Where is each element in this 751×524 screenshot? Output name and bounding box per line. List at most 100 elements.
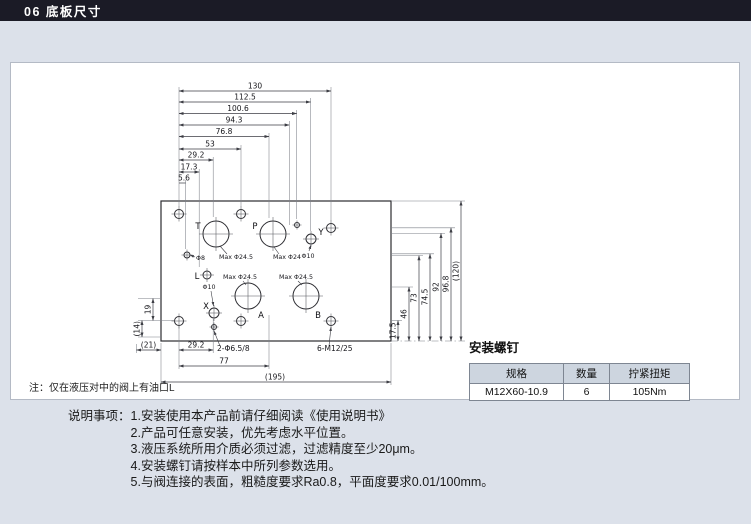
callout-max-t: Max Φ24.5 [219, 245, 253, 261]
dim-right-96-8: 96.8 [442, 227, 453, 342]
svg-text:17.5: 17.5 [389, 322, 398, 339]
port-l: L [195, 268, 214, 282]
svg-text:L: L [195, 272, 200, 282]
svg-text:73: 73 [410, 293, 419, 303]
drawing-panel: 130 112.5 100.6 94.3 76.8 53 [10, 62, 740, 401]
svg-text:Φ10: Φ10 [302, 253, 315, 260]
extension-lines-right [391, 200, 465, 342]
dim-top-29-2: 29.2 [178, 151, 214, 162]
screw-table-header-row: 规格 数量 拧紧扭矩 [469, 363, 690, 384]
svg-text:T: T [194, 222, 201, 232]
callout-pin-holes: 2-Φ6.5/8 [213, 330, 250, 353]
callout-max-a: Max Φ24.5 [223, 274, 257, 286]
screw-spec-value: M12X60-10.9 [469, 383, 564, 401]
svg-text:Φ8: Φ8 [196, 255, 205, 262]
svg-text:94.3: 94.3 [226, 116, 243, 125]
mounting-screw-block: 安装螺钉 规格 数量 拧紧扭矩 M12X60-10.9 6 105Nm [469, 337, 690, 401]
svg-text:5.6: 5.6 [178, 174, 190, 183]
hole-dia8 [181, 249, 193, 261]
callout-max-p: Max Φ24 [273, 246, 301, 261]
svg-text:130: 130 [248, 82, 263, 91]
dim-right-73: 73 [410, 255, 421, 342]
svg-text:(195): (195) [265, 373, 285, 382]
instruction-item-5: 5.与阀连接的表面，粗糙度要求Ra0.8，平面度要求0.01/100mm。 [130, 475, 494, 489]
port-y: Y [303, 228, 324, 247]
port-p: P [252, 217, 290, 251]
svg-text:Max Φ24.5: Max Φ24.5 [219, 254, 253, 261]
svg-text:29.2: 29.2 [188, 341, 205, 350]
instruction-item-2: 2.产品可任意安装，优先考虑水平位置。 [130, 425, 354, 440]
dim-bottom-21: (21) [136, 341, 162, 352]
dim-right-74-5: 74.5 [421, 253, 432, 342]
svg-text:77: 77 [219, 357, 229, 366]
svg-text:2-Φ6.5/8: 2-Φ6.5/8 [217, 344, 250, 353]
instruction-item-3: 3.液压系统所用介质必须过滤，过滤精度至少20μm。 [130, 442, 423, 456]
instructions-list: 1.安装使用本产品前请仔细阅读《使用说明书》 2.产品可任意安装，优先考虑水平位… [131, 408, 494, 491]
svg-text:92: 92 [432, 282, 441, 292]
callout-mount-holes: 6-M12/25 [317, 326, 353, 353]
mounting-holes [171, 206, 339, 329]
svg-text:(14): (14) [133, 321, 142, 336]
drawing-note: 注：仅在液压对中的阀上有油口L [29, 383, 175, 394]
dim-top-5-6: 5.6 [178, 174, 190, 184]
pin-holes [209, 220, 302, 332]
svg-text:6-M12/25: 6-M12/25 [317, 344, 353, 353]
svg-text:A: A [258, 311, 264, 321]
technical-drawing: 130 112.5 100.6 94.3 76.8 53 [133, 82, 465, 385]
svg-text:46: 46 [400, 309, 409, 319]
svg-text:P: P [252, 222, 257, 232]
dim-bottom-77: 77 [178, 357, 270, 368]
plate-outline [160, 200, 392, 342]
dim-top-112-5: 112.5 [178, 93, 311, 104]
svg-text:(120): (120) [452, 261, 461, 281]
dim-top-94-3: 94.3 [178, 116, 290, 127]
dim-left-14: (14) [133, 320, 144, 338]
dim-right-120: (120) [452, 200, 463, 342]
screw-table-header-spec: 规格 [469, 363, 564, 384]
screw-table-row: M12X60-10.9 6 105Nm [469, 383, 690, 401]
svg-text:19: 19 [144, 305, 153, 315]
svg-text:53: 53 [205, 140, 215, 149]
screw-table-header-torque: 拧紧扭矩 [609, 363, 690, 384]
callout-dia8: Φ8 [189, 254, 205, 262]
dim-top-17-3: 17.3 [178, 163, 200, 174]
port-a: A [231, 279, 265, 321]
svg-text:17.3: 17.3 [181, 163, 198, 172]
screw-qty-value: 6 [563, 383, 610, 401]
svg-text:X: X [203, 302, 209, 312]
extension-lines-top [178, 87, 332, 267]
instructions-label: 说明事项： [68, 409, 131, 423]
svg-text:(21): (21) [141, 341, 156, 350]
svg-text:Max Φ24.5: Max Φ24.5 [279, 274, 313, 281]
instruction-item-4: 4.安装螺钉请按样本中所列参数选用。 [130, 458, 341, 473]
dim-right-92: 92 [432, 233, 443, 342]
page-header: 06 底板尺寸 [0, 0, 751, 21]
instruction-item-1: 1.安装使用本产品前请仔细阅读《使用说明书》 [130, 409, 391, 423]
svg-text:Y: Y [317, 228, 324, 238]
svg-text:100.6: 100.6 [227, 104, 249, 113]
svg-text:Max Φ24.5: Max Φ24.5 [223, 274, 257, 281]
svg-text:29.2: 29.2 [188, 151, 205, 160]
screw-table: 规格 数量 拧紧扭矩 M12X60-10.9 6 105Nm [469, 363, 690, 401]
svg-text:Max Φ24: Max Φ24 [273, 254, 301, 261]
svg-text:76.8: 76.8 [216, 127, 233, 136]
dim-bottom-195: (195) [160, 373, 392, 384]
svg-text:112.5: 112.5 [234, 93, 256, 102]
callout-max-b: Max Φ24.5 [279, 274, 313, 286]
dim-top-76-8: 76.8 [178, 127, 270, 139]
callout-dia10-x: Φ10 [203, 284, 216, 307]
dim-right-17-5: 17.5 [389, 320, 400, 342]
port-b: B [289, 279, 323, 321]
dim-left-19: 19 [144, 298, 155, 321]
dim-top-130: 130 [178, 82, 332, 93]
dim-top-100-6: 100.6 [178, 104, 297, 116]
port-t: T [194, 217, 233, 251]
svg-text:Φ10: Φ10 [203, 284, 216, 291]
port-x: X [203, 302, 222, 321]
svg-text:74.5: 74.5 [421, 288, 430, 305]
dim-top-53: 53 [178, 140, 242, 151]
screw-table-header-qty: 数量 [563, 363, 610, 384]
svg-text:B: B [315, 311, 321, 321]
callout-dia10-y: Φ10 [302, 244, 315, 260]
